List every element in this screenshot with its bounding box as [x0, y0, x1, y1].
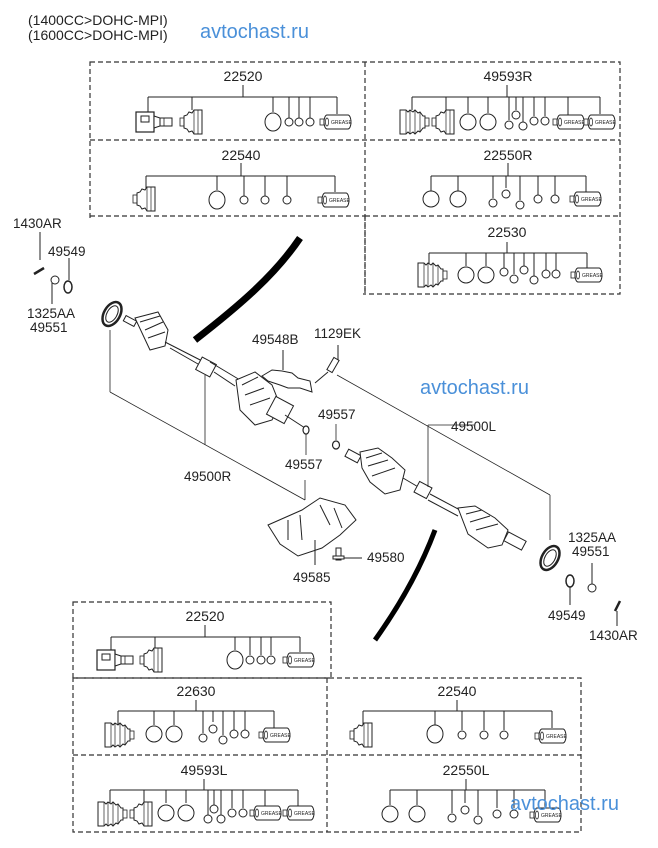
shaft-49500R — [101, 300, 306, 429]
leader-49500L — [336, 374, 551, 540]
label-right-nut-1: 1325AA — [568, 530, 617, 545]
watermark-bottom: avtochast.ru — [510, 793, 619, 815]
curve-lower — [372, 529, 438, 642]
bottom-kit-frame — [72, 601, 582, 833]
kit-22540-bottom-parts — [362, 700, 553, 744]
kit-title-22520-top: 22520 — [223, 68, 263, 84]
kit-49593L-parts — [109, 779, 299, 824]
label-left-washer: 49549 — [48, 244, 86, 259]
label-left-nut-2: 49551 — [30, 320, 68, 335]
label-left-pin: 1430AR — [13, 216, 62, 231]
kit-title-22520-bottom: 22520 — [185, 608, 225, 624]
label-oring-upper: 49557 — [318, 407, 356, 422]
kit-title-22550R: 22550R — [483, 147, 533, 163]
kit-title-49593R: 49593R — [483, 68, 533, 84]
left-hardware — [33, 232, 73, 304]
label-left-nut-1: 1325AA — [27, 306, 76, 321]
curve-upper — [192, 236, 303, 343]
kit-49593R-parts — [411, 85, 601, 131]
engine-spec-1600: (1600CC>DOHC-MPI) — [28, 27, 168, 43]
label-shaft-right: 49500R — [184, 469, 232, 484]
label-oring-lower: 49557 — [285, 457, 323, 472]
kit-title-22540-bottom: 22540 — [437, 683, 477, 699]
label-heat-shield: 49585 — [293, 570, 331, 585]
kit-22520-top-parts — [147, 85, 338, 132]
heat-shield-49585 — [267, 497, 357, 565]
label-bracket: 49548B — [252, 332, 299, 347]
label-right-washer: 49549 — [548, 608, 586, 623]
kit-title-22630: 22630 — [176, 683, 216, 699]
bolt-49580 — [332, 547, 362, 561]
kit-title-49593L: 49593L — [180, 762, 228, 778]
orings — [302, 424, 341, 455]
kit-title-22530: 22530 — [487, 224, 527, 240]
label-shield-bolt: 49580 — [367, 550, 405, 565]
kit-22550L-parts — [381, 779, 546, 825]
label-shaft-left: 49500L — [451, 419, 497, 434]
shaft-49500L — [344, 447, 561, 572]
kit-title-22550L: 22550L — [442, 762, 490, 778]
kit-22540-top-parts — [145, 163, 336, 210]
bracket-49548B — [261, 350, 313, 393]
bolt-1129EK — [314, 345, 340, 384]
watermark-top: avtochast.ru — [200, 21, 309, 43]
label-right-pin: 1430AR — [589, 628, 638, 643]
engine-spec-1400: (1400CC>DOHC-MPI) — [28, 12, 168, 28]
label-bolt-top: 1129EK — [314, 326, 362, 341]
kit-title-22540-top: 22540 — [221, 147, 261, 163]
kit-22630-parts — [117, 700, 275, 745]
right-hardware — [565, 563, 622, 626]
kit-22530-parts — [428, 242, 588, 285]
kit-22550R-parts — [422, 163, 587, 210]
leader-49500R — [109, 330, 306, 501]
label-right-nut-2: 49551 — [572, 544, 610, 559]
watermark-middle: avtochast.ru — [420, 377, 529, 399]
kit-22520-bottom-parts — [110, 625, 301, 670]
